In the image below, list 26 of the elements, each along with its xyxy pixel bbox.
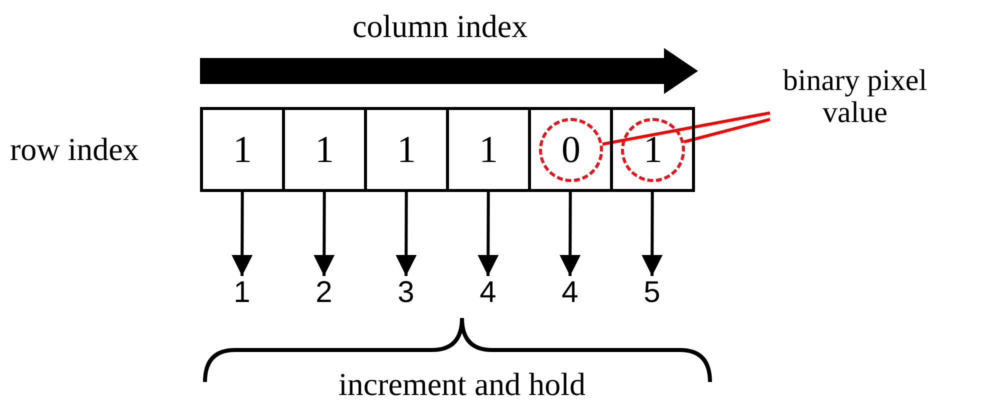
index-number: 4 [550,276,590,310]
index-number: 4 [468,276,508,310]
arrow [314,192,335,276]
callout-text: binary pixel value [770,62,940,132]
index-number: 3 [386,276,426,310]
arrow [396,192,417,276]
arrow [642,192,663,276]
leader-line [684,118,770,144]
brace-label: increment and hold [338,366,586,402]
index-number: 1 [222,276,262,310]
axis-label: column index [352,8,528,44]
index-number: 2 [304,276,344,310]
pixel-cell [610,107,695,192]
leader-line [602,111,770,146]
pixel-cell: 1 [364,107,449,192]
arrow [478,192,499,276]
circled-value: 0 [539,118,603,182]
arrow [560,192,581,276]
pixel-cell: 1 [446,107,531,192]
pixel-cell [528,107,613,192]
index-number: 5 [632,276,672,310]
pixel-cell: 1 [282,107,367,192]
axis-label: row index [10,131,139,167]
circled-value: 1 [621,118,685,182]
arrow [232,192,253,276]
pixel-cell: 1 [200,107,285,192]
